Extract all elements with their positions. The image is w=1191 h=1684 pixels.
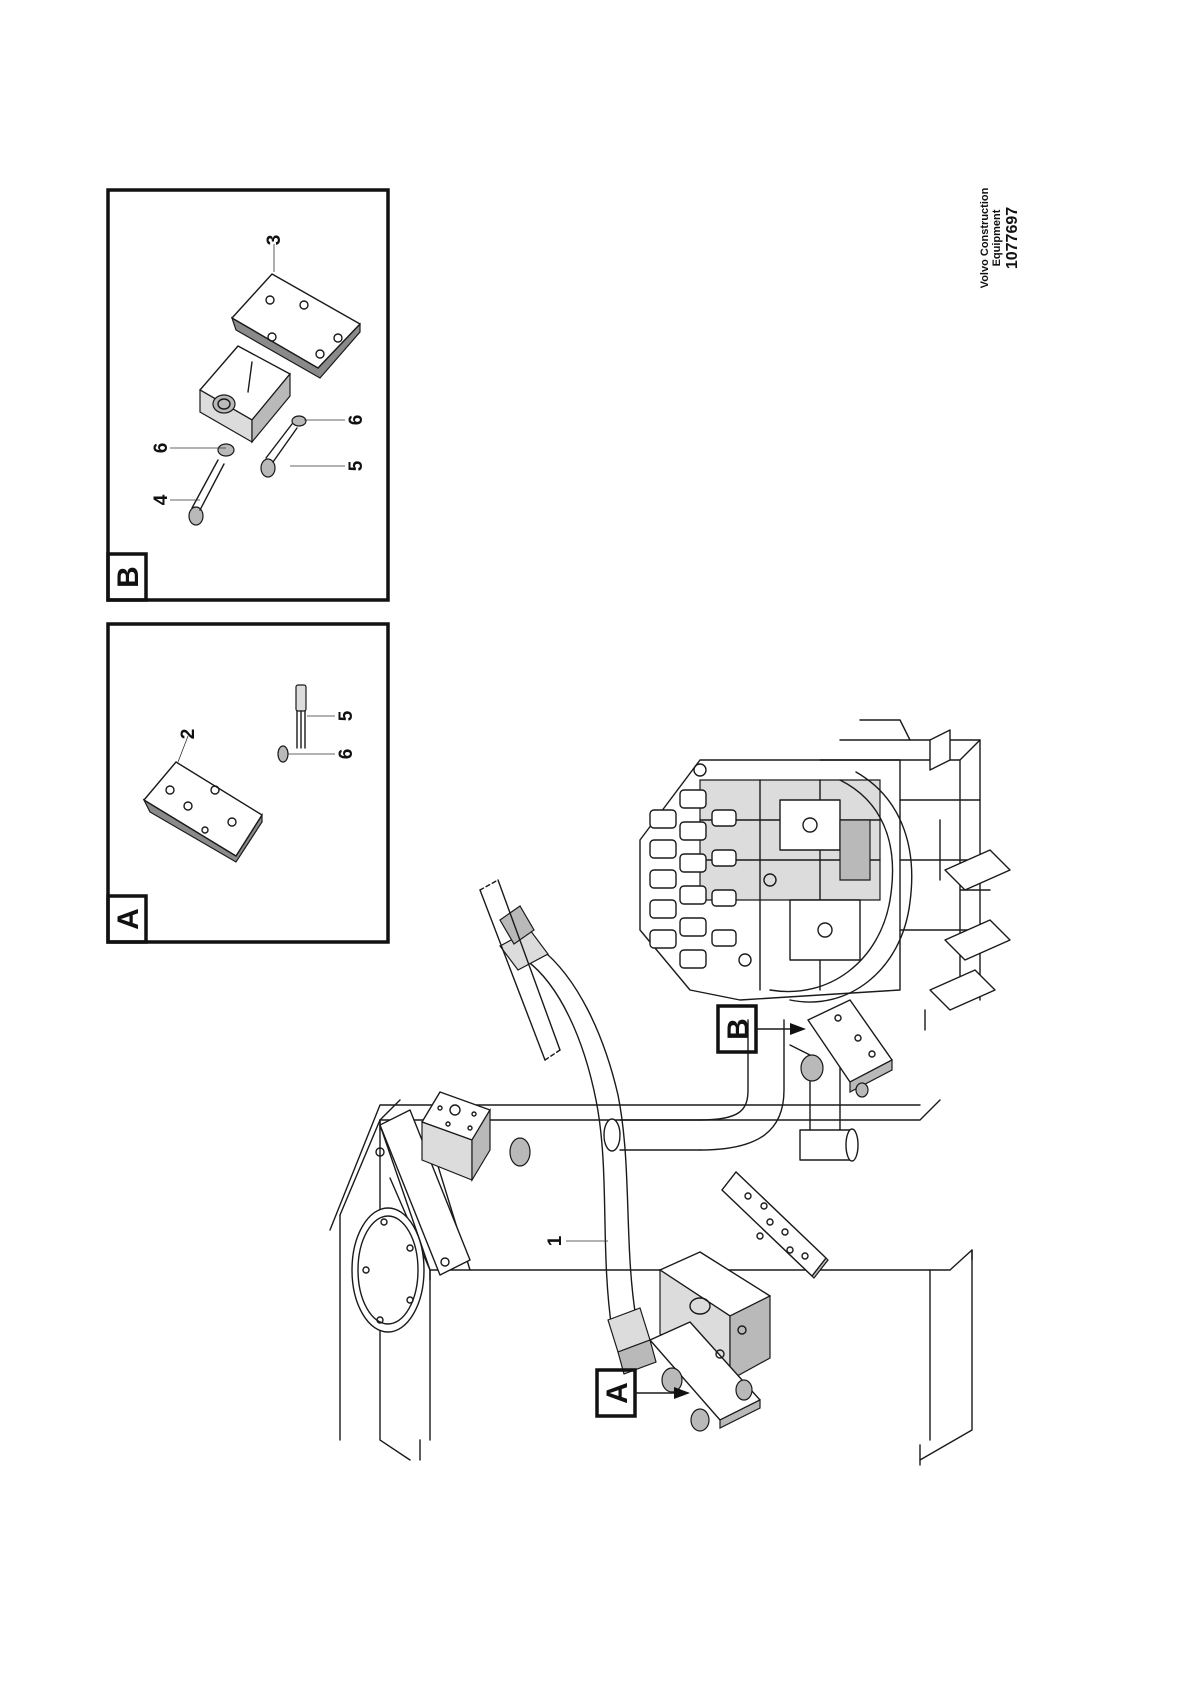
screw-a-part (295, 684, 307, 749)
plate-b-part (230, 273, 361, 379)
brand-line-1: Volvo Construction (979, 187, 991, 288)
tank-inspection-cover (351, 1207, 425, 1333)
callout-washer-b2: 6 (346, 415, 367, 426)
hydraulic-tank (329, 1099, 973, 1466)
detail-view-a: A 2 5 6 (106, 622, 390, 944)
callout-screw-a: 5 (336, 710, 357, 721)
detail-view-b: B (106, 188, 390, 602)
callout-long-screw: 4 (151, 494, 172, 505)
callout-plate-b: 3 (264, 235, 285, 246)
plate-a-part (142, 761, 263, 863)
callout-screw-b: 5 (346, 460, 367, 471)
main-view-b-tag-letter: B (722, 1018, 755, 1040)
brand-line-2: Equipment (991, 209, 1003, 266)
callout-washer-b1: 6 (151, 443, 172, 454)
reference-block: Volvo Construction Equipment 1077697 (979, 187, 1021, 288)
detail-view-a-frame (106, 622, 390, 944)
long-screw-part (188, 459, 225, 526)
washer-b1-part (217, 443, 235, 457)
screw-b-part (260, 423, 298, 478)
main-assembly: 1 A (329, 719, 1011, 1466)
filter-housing-a (649, 1251, 771, 1432)
leader-plate-a (177, 735, 189, 763)
callout-plate-a: 2 (178, 729, 199, 740)
tank-flange-block (421, 1091, 491, 1183)
callout-washer-a: 6 (336, 749, 357, 760)
tank-side-plate (721, 1171, 829, 1279)
washer-a-part (277, 745, 289, 763)
return-pipe (603, 1019, 859, 1162)
main-view-a-marker: A (595, 1368, 690, 1418)
callout-hose: 1 (545, 1235, 566, 1246)
view-b-tag-letter: B (112, 566, 145, 588)
view-a-tag-letter: A (112, 908, 145, 930)
valve-block-part (199, 345, 291, 444)
main-view-a-tag-letter: A (601, 1382, 634, 1404)
valve-housing-b (800, 999, 893, 1098)
control-valve-bank (639, 759, 913, 1003)
valve-support-frame (819, 719, 1011, 1031)
drawing-number: 1077697 (1004, 207, 1021, 269)
washer-b2-part (291, 415, 307, 427)
hose-part: 1 (479, 879, 657, 1375)
detail-view-b-frame (106, 188, 390, 602)
view-a-tag-box (106, 894, 148, 944)
view-b-tag-box (106, 552, 148, 602)
main-view-b-marker: B (716, 1004, 806, 1054)
